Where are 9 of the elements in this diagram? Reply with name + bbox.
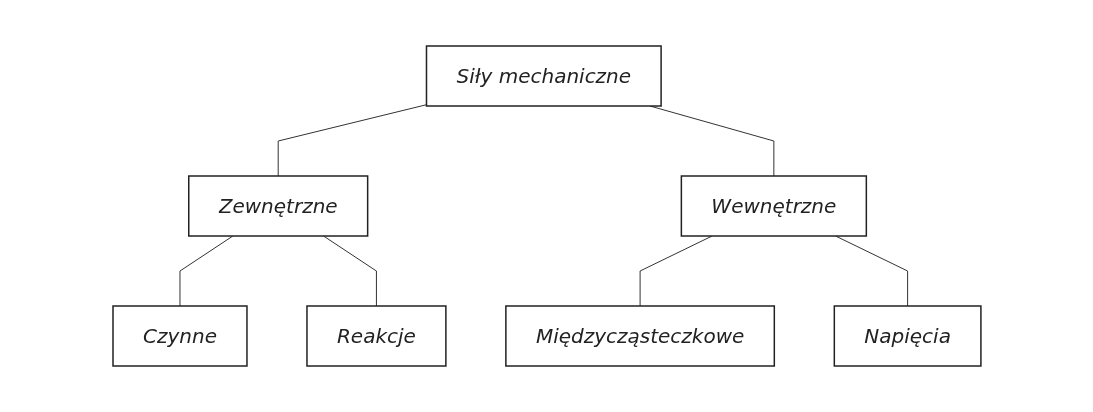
connector bbox=[277, 104, 427, 177]
node-box: Napięcia bbox=[833, 305, 982, 367]
node-box: Wewnętrzne bbox=[680, 175, 867, 237]
node-box: Czynne bbox=[111, 305, 248, 367]
node-box: Siły mechaniczne bbox=[425, 45, 662, 107]
node-box: Zewnętrzne bbox=[187, 175, 368, 237]
connector bbox=[179, 235, 233, 307]
node-box: Reakcje bbox=[305, 305, 447, 367]
node-box: Międzycząsteczkowe bbox=[504, 305, 775, 367]
